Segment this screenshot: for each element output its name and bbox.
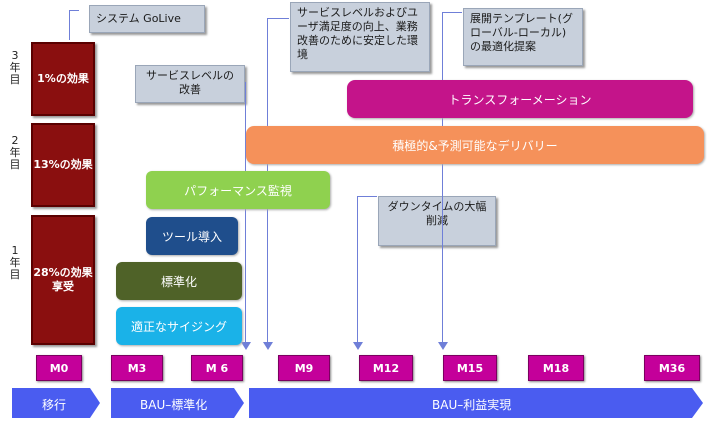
connector-template	[442, 12, 443, 346]
bar-tools-label: ツール導入	[161, 229, 222, 244]
effect-year3-label: 1%の効果	[37, 72, 89, 85]
bar-sizing-label: 適正なサイジング	[130, 319, 227, 334]
bar-performance-label: パフォーマンス監視	[184, 183, 292, 198]
connector-downtime-tick	[357, 196, 377, 197]
phase-arrow-bau-benefit	[249, 388, 703, 418]
milestone-m3-label: M3	[127, 361, 147, 375]
year-label-3: 3年目	[9, 49, 21, 86]
bar-sizing: 適正なサイジング	[116, 307, 242, 345]
phase-label-bau-benefit: BAU–利益実現	[432, 398, 512, 412]
bar-delivery-label: 積極的&予測可能なデリバリー	[392, 138, 558, 153]
connector-service	[245, 82, 246, 344]
milestone-m36: M36	[644, 355, 700, 381]
effect-year2: 13%の効果	[31, 123, 95, 207]
connector-stable-env-tick	[267, 18, 289, 19]
phase-label-bau-standard: BAU–標準化	[140, 398, 208, 412]
milestone-m12-label: M12	[372, 361, 400, 375]
year-label-2: 2年目	[9, 134, 21, 171]
milestone-m9-label: M9	[294, 361, 314, 375]
phase-arrows	[12, 388, 703, 418]
milestone-m6-label: M 6	[205, 361, 229, 375]
milestone-m18-label: M18	[542, 361, 570, 375]
bar-delivery: 積極的&予測可能なデリバリー	[246, 126, 704, 164]
bar-standardize: 標準化	[116, 262, 242, 300]
phase-arrow-migration	[12, 388, 100, 418]
bar-tools: ツール導入	[146, 217, 238, 255]
milestone-m6: M 6	[191, 355, 243, 381]
golive-connector	[69, 10, 70, 40]
milestone-m36-label: M36	[658, 361, 686, 375]
phase-label-migration: 移行	[42, 398, 67, 412]
milestone-m12: M12	[359, 355, 413, 381]
year-label-1: 1年目	[9, 244, 21, 281]
bar-performance: パフォーマンス監視	[146, 171, 330, 209]
callout-template: 展開テンプレート(グローバル-ローカル)の最適化提案	[463, 8, 583, 66]
golive-connector-tick	[69, 10, 79, 11]
milestone-m0-label: M0	[49, 361, 69, 375]
milestone-m9: M9	[278, 355, 330, 381]
milestone-m15-label: M15	[456, 361, 484, 375]
arrowhead-service	[241, 342, 251, 350]
callout-service-improve: サービスレベルの改善	[135, 65, 245, 103]
milestone-m15: M15	[443, 355, 497, 381]
arrowhead-stable-env	[263, 342, 273, 350]
connector-template-tick	[442, 12, 462, 13]
milestone-m3: M3	[111, 355, 163, 381]
callout-downtime: ダウンタイムの大幅削減	[378, 196, 496, 246]
effect-year1-label: 28%の効果享受	[33, 266, 93, 293]
effect-year3: 1%の効果	[31, 42, 95, 116]
bar-standardize-label: 標準化	[160, 274, 197, 289]
callout-golive: システム GoLive	[89, 5, 205, 33]
callout-stable-env: サービスレベルおよびユーザ満足度の向上、業務改善のために安定した環境	[290, 2, 430, 72]
effect-year1: 28%の効果享受	[31, 215, 95, 345]
milestone-m0: M0	[36, 355, 82, 381]
connector-downtime	[357, 196, 358, 346]
arrowhead-template	[438, 342, 448, 350]
phase-arrow-bau-standard	[111, 388, 244, 418]
arrowhead-downtime	[353, 342, 363, 350]
bar-transformation-label: トランスフォーメーション	[448, 92, 592, 107]
milestone-m18: M18	[528, 355, 584, 381]
bar-transformation: トランスフォーメーション	[347, 80, 693, 118]
effect-year2-label: 13%の効果	[33, 158, 93, 171]
